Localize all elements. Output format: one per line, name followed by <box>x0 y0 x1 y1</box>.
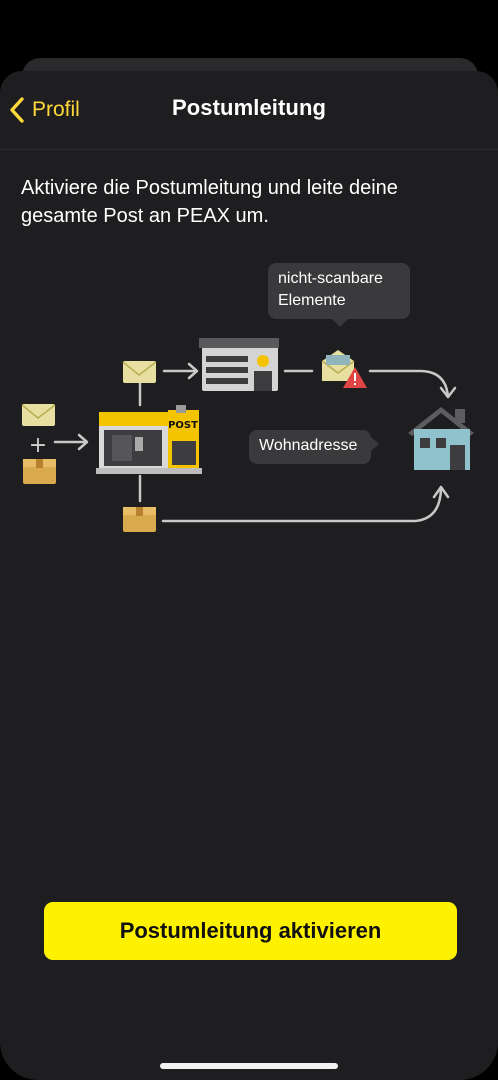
tooltip-home-address: Wohnadresse <box>249 430 379 464</box>
home-indicator <box>160 1063 338 1069</box>
navigation-bar: Profil Postumleitung <box>0 71 498 150</box>
scan-center-icon <box>199 338 279 391</box>
modal-sheet: Profil Postumleitung Aktiviere die Postu… <box>0 71 498 1080</box>
envelope-icon <box>122 361 157 383</box>
tooltip-unscannable: nicht-scanbare Elemente <box>268 263 410 327</box>
chevron-left-icon <box>10 97 24 123</box>
intro-text: Aktiviere die Postumleitung und leite de… <box>21 177 398 227</box>
parcel-icon <box>123 507 156 532</box>
plus-symbol: + <box>29 433 47 458</box>
post-office-icon: POST <box>96 405 202 474</box>
home-icon <box>408 407 474 470</box>
unscannable-item-icon <box>321 350 367 388</box>
back-button-label: Profil <box>32 98 80 121</box>
envelope-icon <box>21 404 56 426</box>
mail-redirect-diagram: + POST <box>21 338 474 532</box>
page-title: Postumleitung <box>171 95 327 120</box>
back-button[interactable]: Profil <box>8 93 80 127</box>
post-sign-label: POST <box>168 420 198 431</box>
parcel-icon <box>23 459 56 484</box>
activate-redirect-button[interactable]: Postumleitung aktivieren <box>44 902 457 960</box>
